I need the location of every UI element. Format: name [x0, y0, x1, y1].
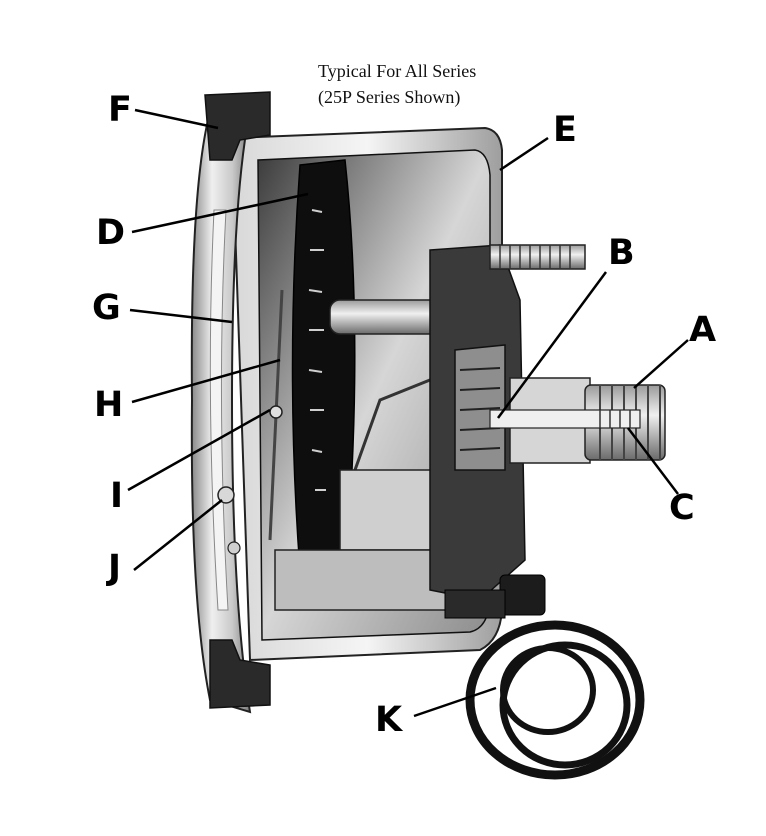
caption-line-2: (25P Series Shown) [318, 87, 461, 107]
callout-h: H [94, 385, 124, 425]
callout-a: A [689, 310, 717, 350]
leader-h [131, 358, 281, 404]
leader-f [134, 108, 219, 130]
callout-c: C [669, 488, 695, 528]
bezel-top-lip [204, 91, 271, 161]
caption-line-1: Typical For All Series [318, 61, 477, 81]
callout-e: E [553, 110, 577, 150]
callout-d: D [96, 213, 126, 253]
capillary-fitting [444, 574, 546, 619]
capillary-coil [465, 620, 645, 780]
callout-g: G [92, 288, 121, 328]
callout-i: I [110, 476, 124, 516]
screw-j2 [227, 541, 241, 555]
leader-a [633, 339, 689, 389]
leader-g [129, 308, 233, 324]
leader-c [627, 427, 679, 495]
leader-k [413, 686, 497, 718]
callout-f: F [108, 90, 132, 130]
threaded-connector [489, 377, 666, 464]
bezel-bottom-lip [209, 639, 271, 709]
mounting-stud [489, 244, 586, 270]
leader-e [499, 136, 549, 172]
screw-j [217, 486, 235, 504]
leader-b [496, 271, 608, 419]
leader-i [127, 408, 271, 492]
leader-d [131, 192, 309, 234]
leader-lines [127, 108, 689, 718]
callout-k: K [375, 700, 403, 740]
bellows [454, 344, 506, 471]
screw-i [269, 405, 283, 419]
leader-j [133, 499, 223, 571]
callout-j: J [108, 548, 122, 588]
dial-markings [308, 209, 326, 491]
callout-b: B [608, 233, 635, 273]
